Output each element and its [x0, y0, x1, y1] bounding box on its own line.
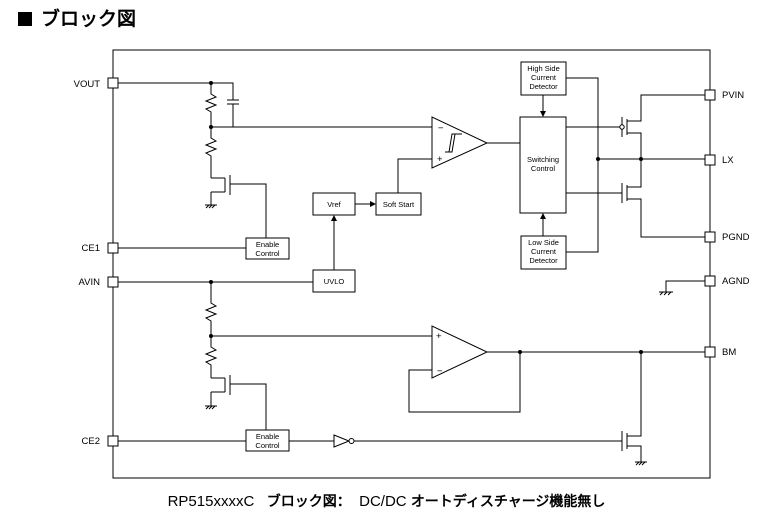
pin-ce2: CE2 — [82, 435, 119, 447]
comparator-lower-minus: − — [437, 366, 443, 377]
vref-block: Vref — [312, 192, 356, 216]
pin-pgnd: PGND — [704, 231, 750, 243]
uvlo-block: UVLO — [312, 269, 356, 293]
pin-lx: LX — [704, 154, 734, 166]
pin-bm: BM — [704, 346, 736, 358]
low-side-line2: Current — [531, 247, 557, 256]
high-side-detector-block: High Side Current Detector — [520, 61, 567, 96]
pin-lx-label: LX — [722, 155, 734, 166]
pin-agnd-label: AGND — [722, 276, 750, 287]
agnd-ground-icon — [659, 280, 705, 296]
pin-agnd: AGND — [704, 275, 750, 287]
comparator-upper-plus: + — [437, 154, 443, 165]
pwm-comparator: − + — [431, 116, 489, 169]
switching-control-line1: Switching — [527, 155, 559, 164]
enable-control-2-line2: Control — [255, 441, 280, 450]
inverter-icon — [333, 434, 351, 448]
vref-label: Vref — [327, 200, 341, 209]
pin-vout-label: VOUT — [74, 79, 101, 90]
feedback-divider-upper — [118, 81, 432, 238]
pin-bm-label: BM — [722, 347, 736, 358]
enable-control-1-block: Enable Control — [245, 237, 290, 260]
enable-control-2-line1: Enable — [256, 432, 279, 441]
pin-pvin: PVIN — [704, 89, 744, 101]
power-stage — [566, 94, 705, 238]
enable-control-2-block: Enable Control — [245, 429, 290, 452]
pin-pvin-label: PVIN — [722, 90, 744, 101]
pin-vout: VOUT — [74, 77, 119, 90]
diagram-heading: ブロック図 — [18, 4, 136, 34]
switching-control-block: Switching Control — [519, 116, 567, 214]
uvlo-label: UVLO — [324, 277, 345, 286]
comparator-upper-minus: − — [438, 123, 444, 134]
low-side-detector-block: Low Side Current Detector — [520, 235, 567, 270]
high-side-line1: High Side — [527, 64, 560, 73]
pin-avin: AVIN — [79, 276, 119, 288]
soft-start-block: Soft Start — [375, 192, 422, 216]
low-side-line3: Detector — [529, 256, 558, 265]
low-side-line1: Low Side — [528, 238, 559, 247]
diagram-caption: RP515xxxxC ブロック図： DC/DC オートディスチャージ機能無し — [0, 491, 773, 511]
pin-ce2-label: CE2 — [82, 436, 100, 447]
pin-ce1: CE1 — [82, 242, 119, 254]
pin-pgnd-label: PGND — [722, 232, 750, 243]
bm-ground-icon — [635, 461, 647, 466]
bm-buffer-amp: + − — [431, 325, 489, 379]
heading-text: ブロック図 — [41, 8, 137, 30]
ic-outline — [112, 49, 711, 479]
high-side-line3: Detector — [529, 82, 558, 91]
high-side-line2: Current — [531, 73, 557, 82]
comparator-lower-plus: + — [436, 331, 442, 342]
square-bullet-icon — [18, 12, 32, 26]
caption-part: RP515xxxxC — [167, 493, 255, 510]
pin-avin-label: AVIN — [79, 277, 101, 288]
soft-start-label: Soft Start — [383, 200, 415, 209]
feedback-divider-lower — [204, 280, 432, 430]
enable-control-1-line1: Enable — [256, 240, 279, 249]
switching-control-line2: Control — [531, 164, 556, 173]
caption-desc-b: オートディスチャージ機能無し — [410, 494, 606, 510]
pin-ce1-label: CE1 — [82, 243, 100, 254]
caption-title: ブロック図： — [266, 494, 351, 510]
caption-desc-a: DC/DC — [359, 493, 407, 510]
enable-control-1-line2: Control — [255, 249, 280, 258]
